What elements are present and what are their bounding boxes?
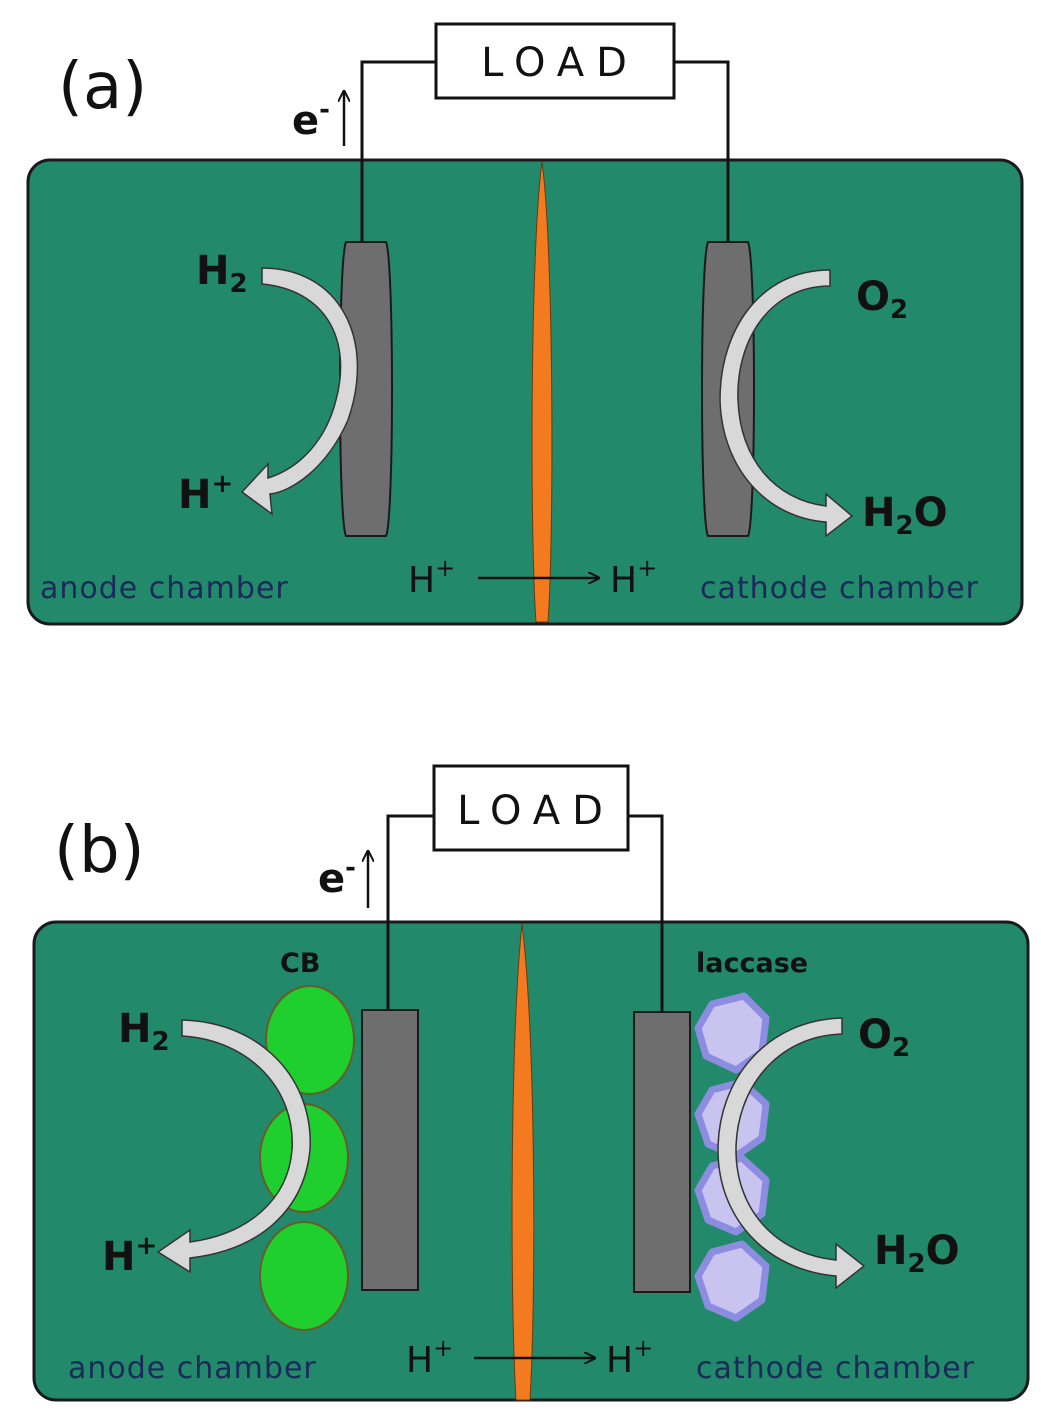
panel-b-anode-reactant: H2	[118, 1006, 170, 1057]
panel-a-anode-reaction-arrow	[240, 267, 359, 516]
panel-b-cb-cell	[259, 1221, 349, 1331]
panel-a-anode-product: H+	[178, 469, 233, 518]
panel-b-electron: e-	[318, 853, 356, 902]
panel-a-anode-chamber-label: anode chamber	[40, 571, 289, 606]
panel-a-proton-left: H+	[408, 554, 455, 601]
panel-b-anode-catalyst-label: CB	[280, 948, 320, 979]
panel-a-membrane	[531, 161, 553, 623]
panel-b-label: (b)	[54, 814, 145, 888]
panel-b-anode-reaction-arrow	[156, 1019, 311, 1274]
panel-b-wire-left	[386, 814, 434, 1010]
panel-a-chamber	[26, 158, 1024, 626]
panel-a-wire-left	[360, 60, 436, 242]
panel-b-load-label: LOAD	[457, 788, 615, 834]
panel-b-cathode-electrode	[633, 1011, 691, 1293]
panel-a-cathode-chamber-label: cathode chamber	[700, 571, 979, 606]
panel-a-load-label: LOAD	[481, 40, 639, 86]
panel-a-cathode-product: H2O	[862, 490, 948, 541]
panel-a-cathode-reaction-arrow	[719, 269, 854, 538]
panel-b-laccase	[694, 1240, 770, 1322]
panel-b-membrane	[511, 923, 535, 1401]
panel-a-label: (a)	[58, 50, 147, 124]
panel-b-wire-right	[628, 814, 664, 1012]
panel-a-electron: e-	[292, 95, 330, 144]
panel-a-proton-right: H+	[610, 554, 657, 601]
panel-b-proton-right: H+	[606, 1334, 653, 1381]
panel-a-wire-right	[674, 60, 730, 242]
panel-b-anode-product: H+	[102, 1231, 157, 1280]
panel-a-anode-reactant: H2	[196, 248, 248, 299]
panel-b: (b) LOAD e- CB laccase H2 H+	[32, 764, 1030, 1402]
panel-a-load-box	[434, 22, 676, 100]
panel-b-cathode-reactant: O2	[858, 1012, 910, 1063]
panel-b-proton-left: H+	[406, 1334, 453, 1381]
panel-b-cathode-product: H2O	[874, 1228, 960, 1279]
panel-a-cathode-reactant: O2	[856, 274, 908, 325]
panel-a: (a) LOAD e- H2 H+ O2 H2O H+ H+ anode cha…	[26, 22, 1024, 626]
panel-b-cathode-chamber-label: cathode chamber	[696, 1351, 975, 1386]
panel-b-anode-chamber-label: anode chamber	[68, 1351, 317, 1386]
panel-b-cathode-reaction-arrow	[717, 1017, 866, 1290]
panel-b-cathode-catalyst-label: laccase	[696, 948, 808, 979]
panel-b-anode-electrode	[361, 1009, 419, 1291]
panel-b-load-box	[432, 764, 630, 852]
panel-b-cb-cell	[265, 985, 355, 1095]
